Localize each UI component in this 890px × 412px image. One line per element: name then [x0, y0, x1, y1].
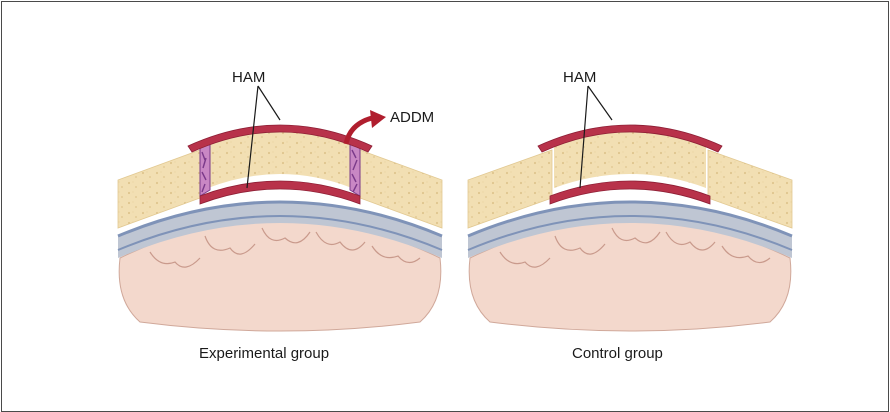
ham-label-control: HAM: [563, 69, 596, 86]
addm-left: [200, 142, 210, 196]
panel-experimental: HAM ADDM Experimental group: [118, 69, 442, 362]
ham-label-experimental: HAM: [232, 69, 265, 86]
addm-label: ADDM: [390, 109, 434, 126]
caption-experimental: Experimental group: [199, 345, 329, 362]
caption-control: Control group: [572, 345, 663, 362]
panel-control: HAM Control group: [468, 69, 792, 362]
